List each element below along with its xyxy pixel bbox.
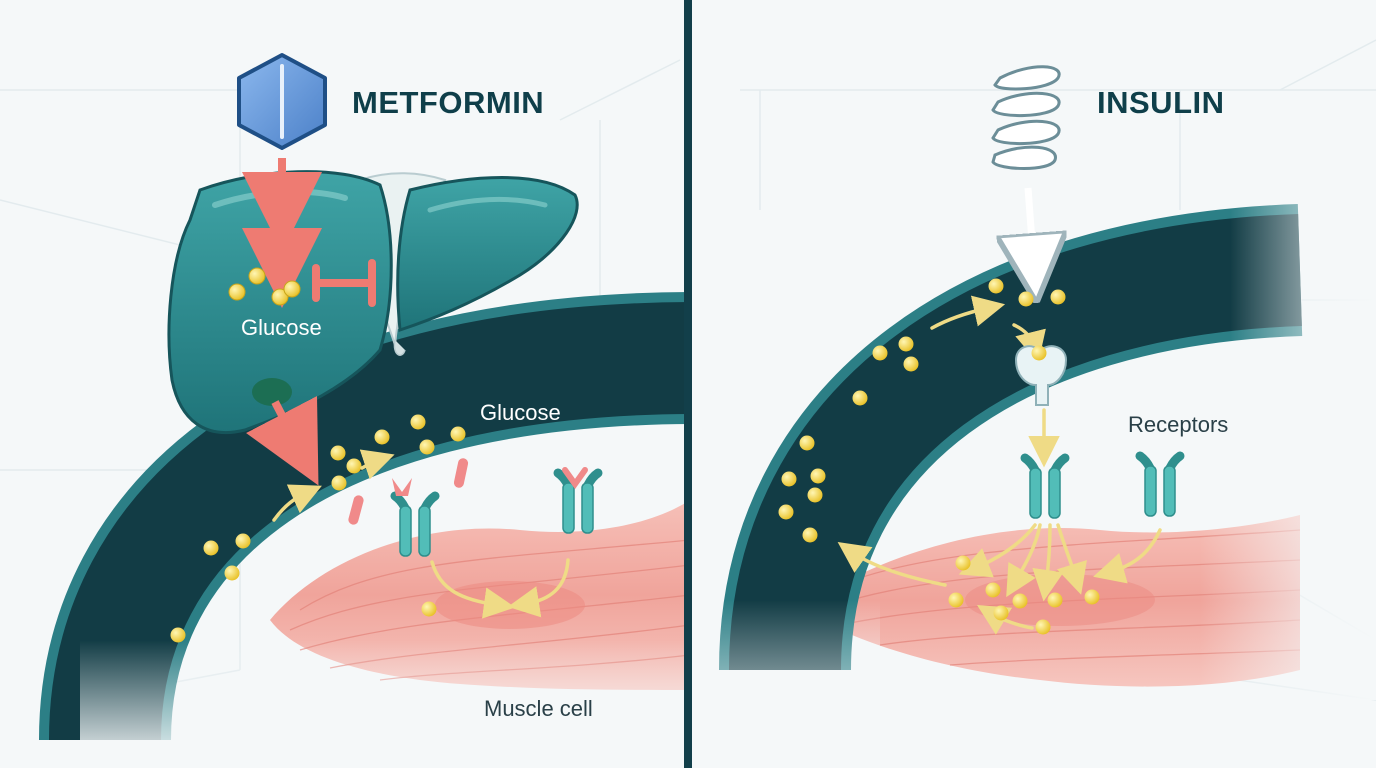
inhibit-bar-icon bbox=[312, 259, 376, 307]
muscle-uptake-arrows-right bbox=[837, 523, 1162, 635]
receptor-right-2 bbox=[1140, 456, 1180, 516]
receptor-right-1 bbox=[1025, 458, 1065, 518]
vessel-flow-arrows-left bbox=[272, 449, 395, 522]
vessel-glucose-dots-left bbox=[170, 414, 466, 643]
blood-vessel-right bbox=[700, 180, 1376, 768]
metformin-title: METFORMIN bbox=[352, 85, 544, 120]
metformin-arrows bbox=[242, 158, 322, 486]
muscle-glucose-dots-right bbox=[948, 555, 1100, 635]
blocked-markers bbox=[348, 458, 588, 525]
insulin-receptor-complex bbox=[1014, 345, 1068, 406]
vessel-flow-arrows-right bbox=[930, 295, 1060, 468]
liver-glucose-label: Glucose bbox=[241, 315, 322, 340]
panel-divider bbox=[684, 0, 692, 768]
receptors-label: Receptors bbox=[1128, 412, 1228, 437]
muscle-uptake-arrows-left bbox=[430, 558, 570, 619]
insulin-arrow bbox=[1028, 187, 1034, 268]
muscle-glucose-dot bbox=[421, 601, 437, 617]
muscle-cell-label: Muscle cell bbox=[484, 696, 593, 721]
metformin-panel: METFORMIN Glucose bbox=[39, 53, 700, 768]
insulin-title: INSULIN bbox=[1097, 85, 1225, 120]
insulin-panel: INSULIN bbox=[700, 65, 1376, 768]
vessel-glucose-label: Glucose bbox=[480, 400, 561, 425]
muscle-cell-right bbox=[830, 500, 1376, 700]
metformin-pill-icon bbox=[237, 53, 327, 150]
liver-glucose-dots bbox=[228, 267, 301, 306]
vessel-glucose-dots-right bbox=[778, 278, 1066, 543]
insulin-coil-icon bbox=[991, 65, 1061, 170]
